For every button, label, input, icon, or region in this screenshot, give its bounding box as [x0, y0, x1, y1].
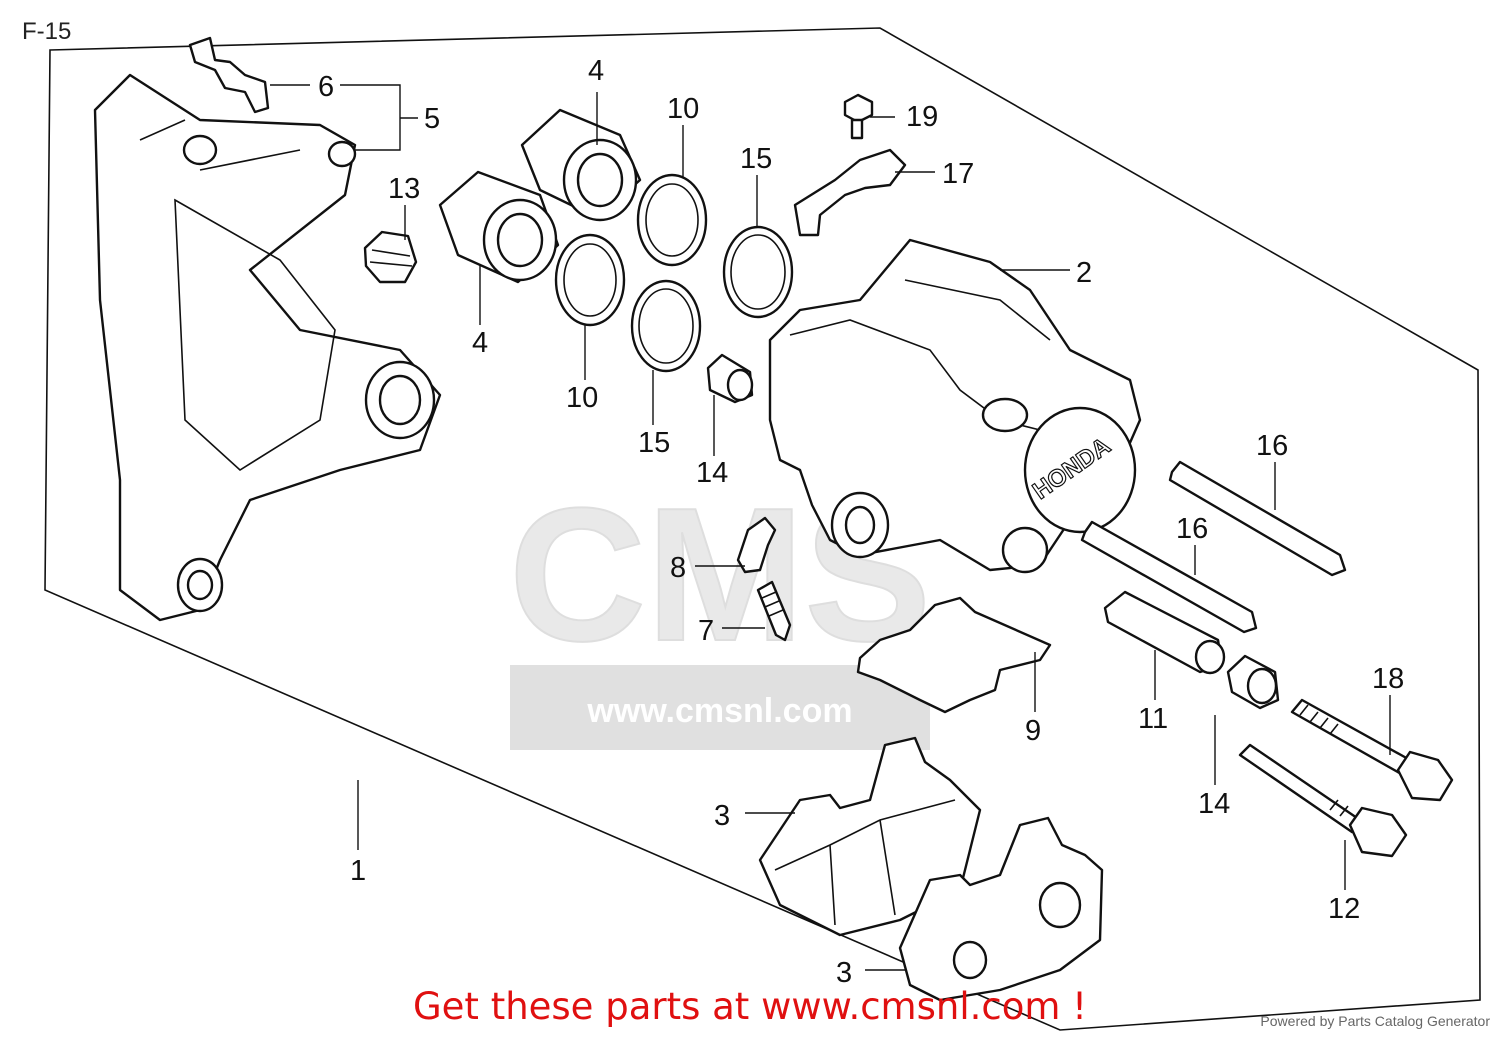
callout-15-lower: 15 [638, 427, 670, 459]
callout-11: 11 [1138, 703, 1168, 735]
callout-8: 8 [670, 552, 686, 584]
part-14-boot-lower [1226, 654, 1280, 710]
callout-1: 1 [350, 855, 366, 887]
caliper-body: HONDA [768, 238, 1142, 574]
part-16-pin-lower [1080, 520, 1258, 634]
part-3-pad-lower [898, 816, 1104, 1002]
watermark-url: www.cmsnl.com [586, 692, 852, 730]
caliper-bracket [93, 73, 442, 622]
callout-3-lower: 3 [836, 957, 852, 989]
part-7-bleeder-screw [756, 580, 792, 642]
callout-10-upper: 10 [667, 93, 699, 125]
callout-5: 5 [424, 103, 440, 135]
part-11-sleeve [1103, 590, 1226, 675]
part-4-piston-lower [438, 170, 560, 284]
callout-18: 18 [1372, 663, 1404, 695]
callouts: 1 2 3 3 4 4 5 6 7 8 9 10 10 11 12 13 14 … [318, 55, 1404, 989]
part-19-bolt [843, 93, 874, 140]
callout-9: 9 [1025, 715, 1041, 747]
callout-10-lower: 10 [566, 382, 598, 414]
part-15-seal-lower [630, 279, 702, 373]
part-15-seal-upper [722, 225, 794, 319]
part-17-bracket [793, 148, 907, 237]
callout-17: 17 [942, 158, 974, 190]
part-4-piston-upper [520, 108, 642, 222]
callout-3-upper: 3 [714, 800, 730, 832]
callout-4-lower: 4 [472, 327, 488, 359]
callout-2: 2 [1076, 257, 1092, 289]
callout-16-lower: 16 [1176, 513, 1208, 545]
figure-label: F-15 [22, 18, 72, 45]
part-12-bolt [1238, 743, 1408, 858]
part-3-pad-upper [758, 736, 982, 937]
promo-link[interactable]: Get these parts at www.cmsnl.com ! [412, 985, 1087, 1028]
credit-text: Powered by Parts Catalog Generator [1260, 1013, 1490, 1029]
part-13-boot [363, 230, 418, 284]
callout-15-upper: 15 [740, 143, 772, 175]
part-6-retainer [188, 36, 270, 114]
part-8-bleeder [736, 516, 777, 574]
part-14-cap-upper [706, 353, 754, 404]
callout-14-upper: 14 [696, 457, 728, 489]
callout-19: 19 [906, 101, 938, 133]
callout-4-upper: 4 [588, 55, 604, 87]
part-9-pad-spring [856, 596, 1052, 714]
diagram-frame [44, 27, 1481, 1031]
callout-16-upper: 16 [1256, 430, 1288, 462]
part-16-pin-upper [1168, 460, 1347, 577]
callout-6: 6 [318, 71, 334, 103]
leader-lines [270, 84, 1391, 971]
part-10-seal-lower [554, 233, 626, 327]
part-10-seal-upper [636, 173, 708, 267]
callout-12: 12 [1328, 893, 1360, 925]
callout-13: 13 [388, 173, 420, 205]
callout-7: 7 [698, 615, 714, 647]
part-18-bolt [1290, 698, 1454, 802]
callout-14-lower: 14 [1198, 788, 1230, 820]
